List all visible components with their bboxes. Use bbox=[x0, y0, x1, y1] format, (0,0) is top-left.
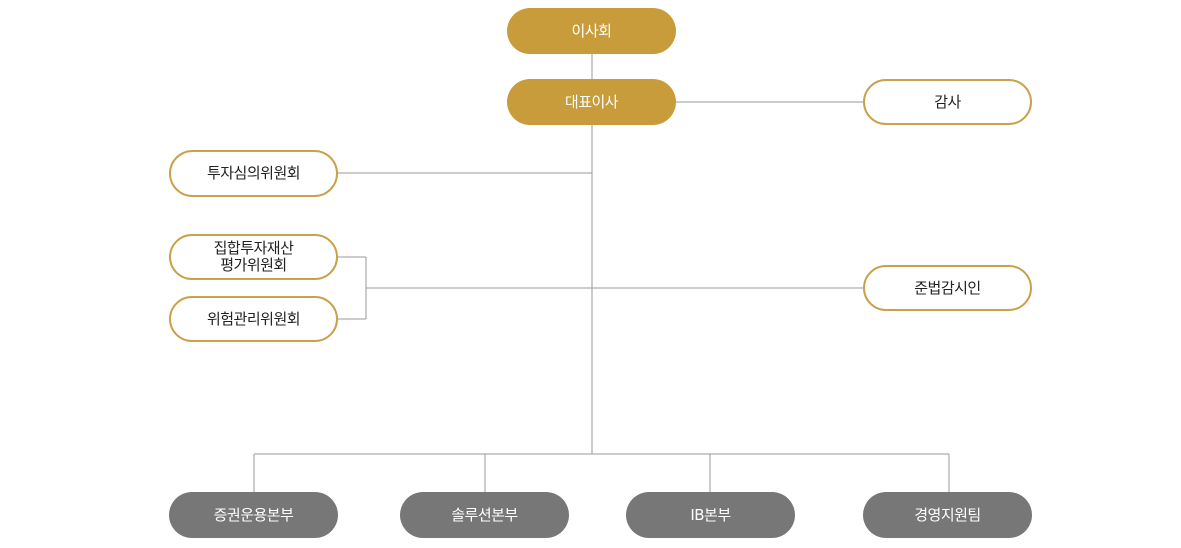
division-label: IB본부 bbox=[690, 505, 731, 524]
ceo-node: 대표이사 bbox=[507, 79, 676, 125]
division-node-ib: IB본부 bbox=[626, 492, 795, 538]
auditor-label: 감사 bbox=[934, 92, 961, 111]
risk-committee-node: 위험관리위원회 bbox=[169, 296, 338, 342]
board-label: 이사회 bbox=[571, 21, 612, 40]
division-label: 경영지원팀 bbox=[914, 505, 981, 524]
division-label: 솔루션본부 bbox=[451, 505, 518, 524]
division-label: 증권운용본부 bbox=[213, 505, 294, 524]
division-node-securities: 증권운용본부 bbox=[169, 492, 338, 538]
division-node-solution: 솔루션본부 bbox=[400, 492, 569, 538]
investment-committee-label: 투자심의위원회 bbox=[206, 164, 301, 182]
auditor-node: 감사 bbox=[863, 79, 1032, 125]
risk-committee-label: 위험관리위원회 bbox=[206, 309, 301, 328]
compliance-officer-node: 준법감시인 bbox=[863, 265, 1032, 311]
board-node: 이사회 bbox=[507, 8, 676, 54]
investment-committee-node: 투자심의위원회 bbox=[169, 150, 338, 197]
ceo-label: 대표이사 bbox=[564, 92, 619, 111]
fund-valuation-committee-node: 집합투자재산 평가위원회 bbox=[169, 234, 338, 280]
division-node-management-support: 경영지원팀 bbox=[863, 492, 1032, 538]
compliance-officer-label: 준법감시인 bbox=[914, 278, 981, 297]
fund-valuation-committee-label: 집합투자재산 평가위원회 bbox=[213, 239, 294, 274]
